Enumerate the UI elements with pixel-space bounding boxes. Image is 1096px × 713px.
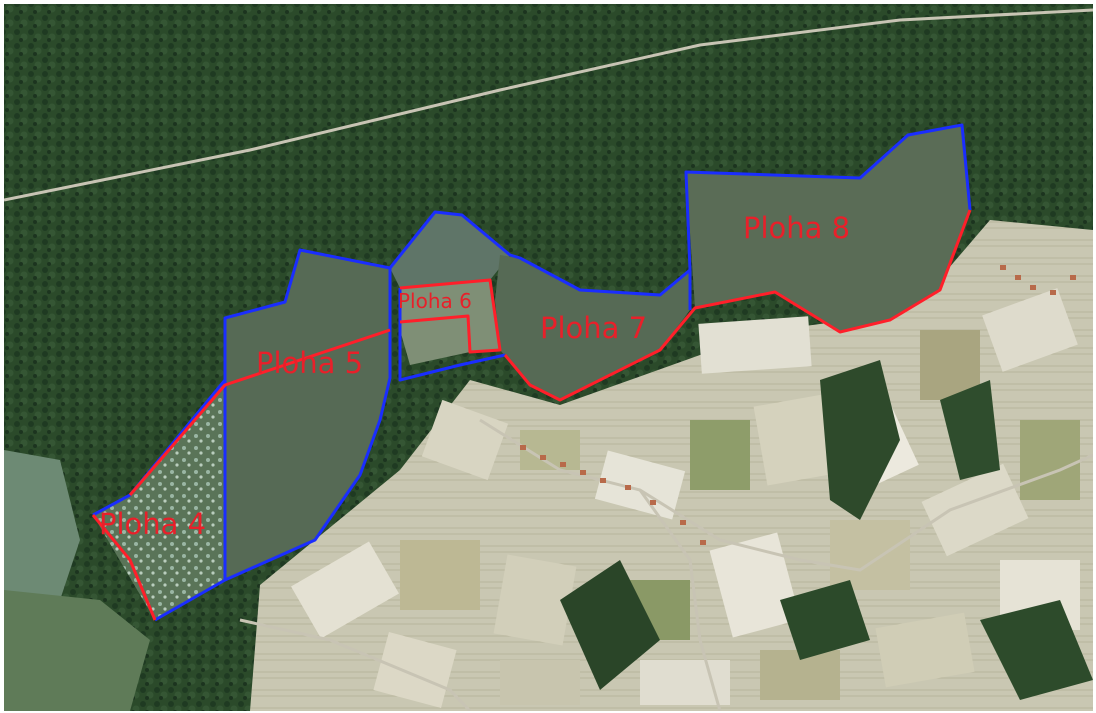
plot-label-6: Ploha 6 bbox=[398, 289, 472, 313]
plot-label-4: Ploha 4 bbox=[99, 507, 206, 541]
roads bbox=[4, 8, 1093, 711]
west-wetland bbox=[4, 450, 80, 610]
dam-lines bbox=[91, 209, 972, 621]
plot-label-5: Ploha 5 bbox=[256, 346, 363, 380]
aerial-map: Ploha 4 Ploha 5 Ploha 6 Ploha 7 Ploha 8 bbox=[4, 4, 1093, 711]
plot-label-8: Ploha 8 bbox=[743, 211, 850, 245]
west-clearing bbox=[4, 590, 150, 711]
map-canvas: Ploha 4 Ploha 5 Ploha 6 Ploha 7 Ploha 8 bbox=[4, 4, 1093, 711]
village bbox=[520, 265, 1076, 545]
tree-belts bbox=[560, 360, 1093, 700]
plot-label-7: Ploha 7 bbox=[540, 311, 647, 345]
fishpond-surfaces bbox=[93, 125, 970, 620]
pond-boundaries bbox=[92, 123, 972, 622]
